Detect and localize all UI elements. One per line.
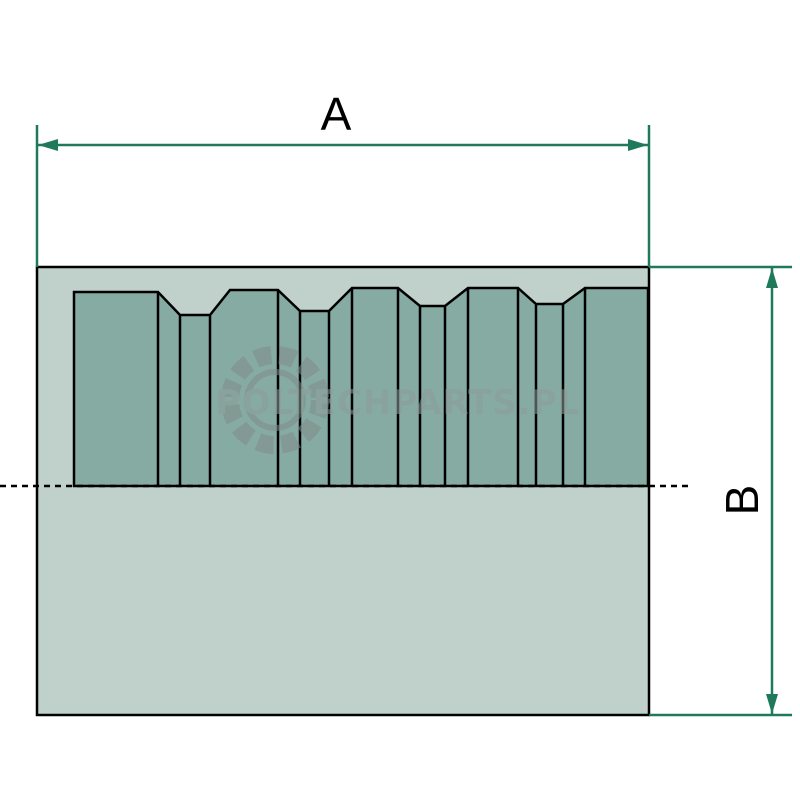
watermark: POLTECHPARTS.PL	[216, 346, 581, 454]
dimension-b-label: B	[716, 485, 768, 516]
dimension-a-label: A	[321, 88, 352, 140]
groove-lines	[156, 288, 587, 486]
gear-icon	[221, 346, 329, 454]
inner-grooves-section	[72, 286, 650, 488]
dimension-a	[35, 125, 651, 267]
watermark-text: POLTECHPARTS.PL	[216, 383, 581, 423]
dimension-b	[649, 265, 792, 717]
